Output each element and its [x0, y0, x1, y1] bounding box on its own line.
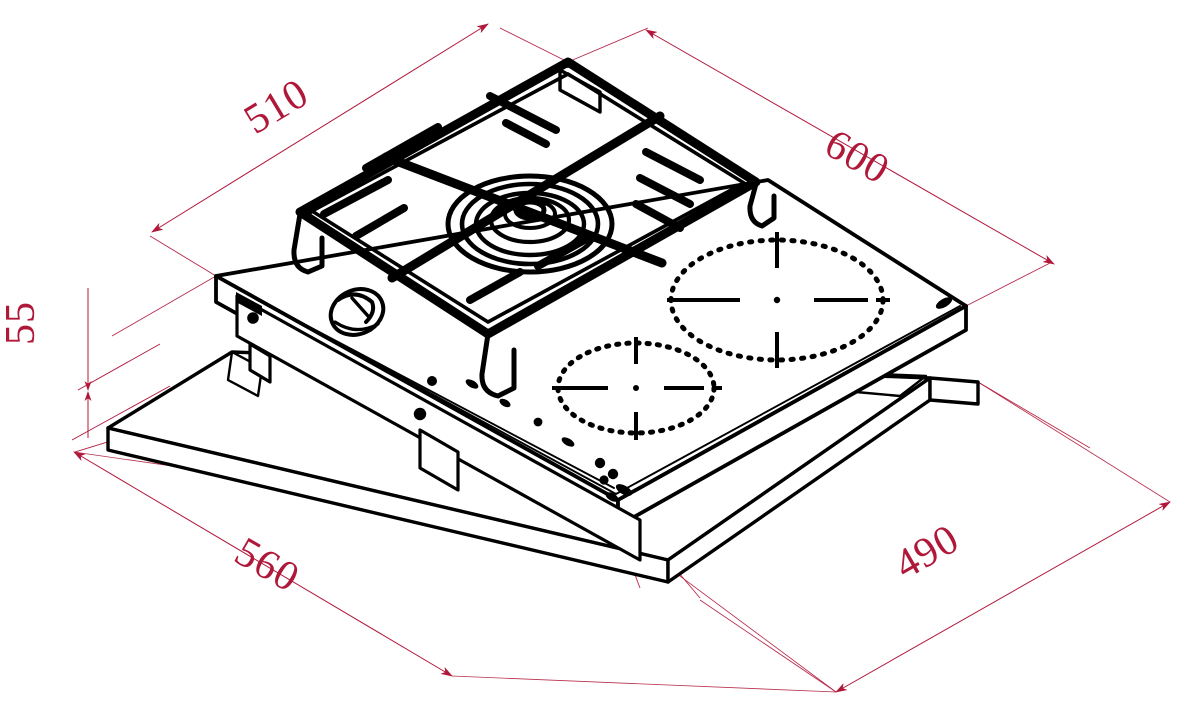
grate-finger-7: [320, 176, 392, 218]
control-strip-face: [235, 294, 642, 562]
induction-zone-large-crosshair: [667, 232, 890, 368]
grate-rear-tab: [558, 68, 602, 114]
touch-sensor-8[interactable]: [614, 482, 634, 499]
touch-sensor-4[interactable]: [560, 435, 576, 448]
touch-controls[interactable]: [427, 295, 954, 504]
dim-label-600: 600: [817, 121, 897, 194]
burner-ring-2: [459, 181, 601, 267]
grate-rib-diagonal-2: [387, 111, 665, 283]
bracket-screw-left: [247, 312, 259, 324]
ext-line-top-left: [499, 27, 569, 63]
grate-notch-left: [300, 205, 316, 215]
dim-label-55: 55: [0, 301, 44, 345]
constr-490-right: [977, 381, 1171, 503]
knob-pointer: [350, 296, 370, 318]
ext-line-left-55-top: [111, 275, 217, 337]
dim-label-560: 560: [227, 529, 307, 602]
pan-support-grate: [291, 57, 777, 399]
constr-490-left: [699, 599, 837, 693]
grate-finger-5: [636, 174, 694, 208]
hob-bevel-front: [225, 281, 961, 495]
touch-sensor-2[interactable]: [498, 397, 512, 409]
grate-notch-rear: [559, 60, 573, 68]
grate-foot-left: [291, 211, 325, 275]
grate-finger-3: [502, 119, 550, 148]
hob-glass-bevel-lines: [225, 281, 961, 495]
dim-line-560: [73, 451, 453, 677]
dim-tick-55-top: [77, 343, 161, 391]
touch-sensor-6[interactable]: [607, 468, 619, 480]
induction-zone-small-crosshair: [552, 337, 722, 440]
grate-outer-frame-inner: [310, 72, 746, 324]
touch-sensor-3[interactable]: [533, 417, 543, 427]
touch-sensor-7[interactable]: [599, 475, 609, 485]
grate-finger-4: [642, 148, 704, 184]
bracket-clip-left: [236, 292, 262, 316]
induction-zone-small: [552, 337, 722, 440]
grate-foot-front: [479, 331, 517, 399]
touch-sensor-5[interactable]: [594, 457, 606, 469]
ext-line-top-right: [567, 27, 649, 63]
ext-line-right-490: [977, 381, 1091, 449]
mounting-bracket-tab: [418, 428, 460, 492]
gas-control-knob[interactable]: [323, 281, 390, 343]
grate-finger-1: [362, 123, 442, 172]
dim-tick-55-bottom: [71, 385, 171, 441]
grate-finger-10: [534, 234, 592, 270]
ext-line-left-upper: [149, 235, 217, 277]
bracket-screw-right: [413, 407, 427, 421]
control-strip-slot-left: [248, 342, 272, 384]
knob-skirt: [333, 320, 380, 332]
burner-ring-outer: [445, 173, 615, 275]
grate-foot-right: [747, 181, 777, 229]
indicator-mark-right: [935, 297, 953, 309]
dim-line-490: [835, 501, 1171, 693]
touch-sensor-0[interactable]: [427, 376, 437, 386]
touch-sensor-1[interactable]: [464, 377, 480, 390]
induction-zone-small-center: [633, 385, 639, 391]
grate-finger-2: [486, 92, 560, 134]
knob-top-face: [336, 292, 376, 324]
touch-sensor-9[interactable]: [604, 490, 620, 504]
grate-finger-9: [466, 268, 524, 304]
ext-line-right-600: [965, 261, 1053, 307]
induction-zone-large-center: [773, 296, 781, 304]
dim-line-510: [151, 23, 489, 233]
dim-label-490: 490: [887, 516, 967, 589]
worktop-plate-notch: [928, 376, 980, 406]
grate-rib-diagonal-1: [381, 152, 667, 268]
dim-label-510: 510: [236, 70, 316, 143]
grate-finger-6: [632, 200, 684, 232]
induction-zone-large: [667, 232, 890, 368]
hob-bevel-front-inner: [235, 287, 615, 489]
dim-line-600: [645, 29, 1055, 265]
grate-finger-8: [352, 204, 408, 240]
hob-control-strip: [235, 292, 642, 562]
constr-560-bottom: [451, 675, 837, 693]
